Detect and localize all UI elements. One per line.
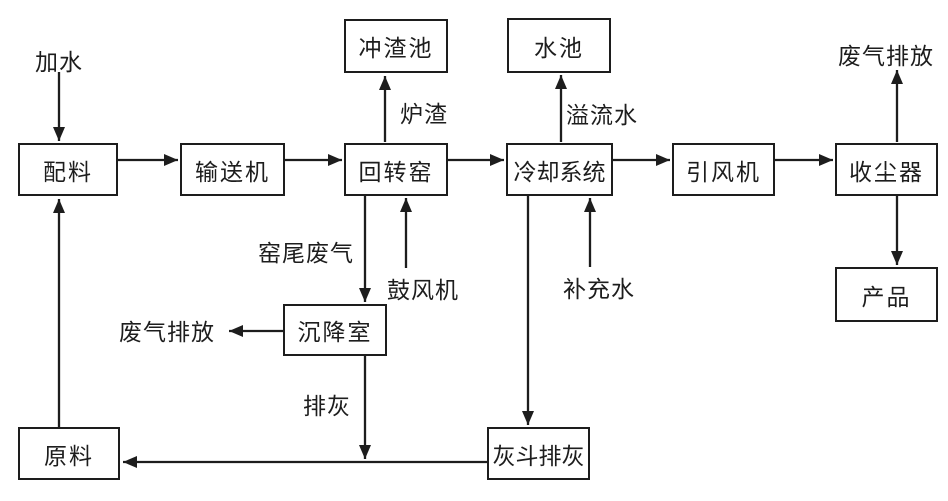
node-rotary-kiln: 回转窑	[344, 143, 448, 196]
node-slag-pool-label: 冲渣池	[358, 36, 434, 61]
node-draft-fan: 引风机	[672, 143, 775, 196]
label-add-water: 加水	[35, 50, 83, 75]
node-slag-pool: 冲渣池	[344, 19, 448, 73]
node-batching-label: 配料	[43, 159, 93, 185]
label-overflow-water: 溢流水	[566, 103, 638, 128]
node-raw-material-label: 原料	[44, 443, 94, 469]
node-conveyor: 输送机	[180, 143, 285, 196]
node-water-pool: 水池	[507, 18, 611, 73]
node-conveyor-label: 输送机	[195, 159, 270, 185]
node-settling-chamber: 沉降室	[283, 304, 387, 356]
node-product: 产品	[835, 267, 938, 322]
node-water-pool-label: 水池	[534, 35, 584, 61]
node-dust-collector: 收尘器	[835, 143, 938, 196]
label-exhaust-top-right: 废气排放	[838, 44, 934, 69]
node-raw-material: 原料	[18, 427, 120, 480]
node-cooling-system-label: 冷却系统	[513, 159, 606, 185]
node-rotary-kiln-label: 回转窑	[358, 159, 434, 185]
label-makeup-water: 补充水	[563, 277, 635, 302]
label-slag: 炉渣	[400, 102, 448, 127]
node-settling-chamber-label: 沉降室	[297, 320, 373, 345]
node-dust-collector-label: 收尘器	[849, 159, 924, 185]
node-ash-hopper-label: 灰斗排灰	[492, 443, 585, 469]
label-exhaust-left: 废气排放	[119, 320, 215, 345]
node-product-label: 产品	[861, 284, 912, 310]
label-blower: 鼓风机	[387, 278, 459, 303]
node-batching: 配料	[18, 143, 118, 196]
node-draft-fan-label: 引风机	[686, 159, 761, 185]
label-kiln-tail-gas: 窑尾废气	[258, 241, 354, 266]
node-cooling-system: 冷却系统	[506, 143, 613, 196]
node-ash-hopper: 灰斗排灰	[487, 427, 590, 480]
label-ash-discharge: 排灰	[303, 394, 351, 419]
